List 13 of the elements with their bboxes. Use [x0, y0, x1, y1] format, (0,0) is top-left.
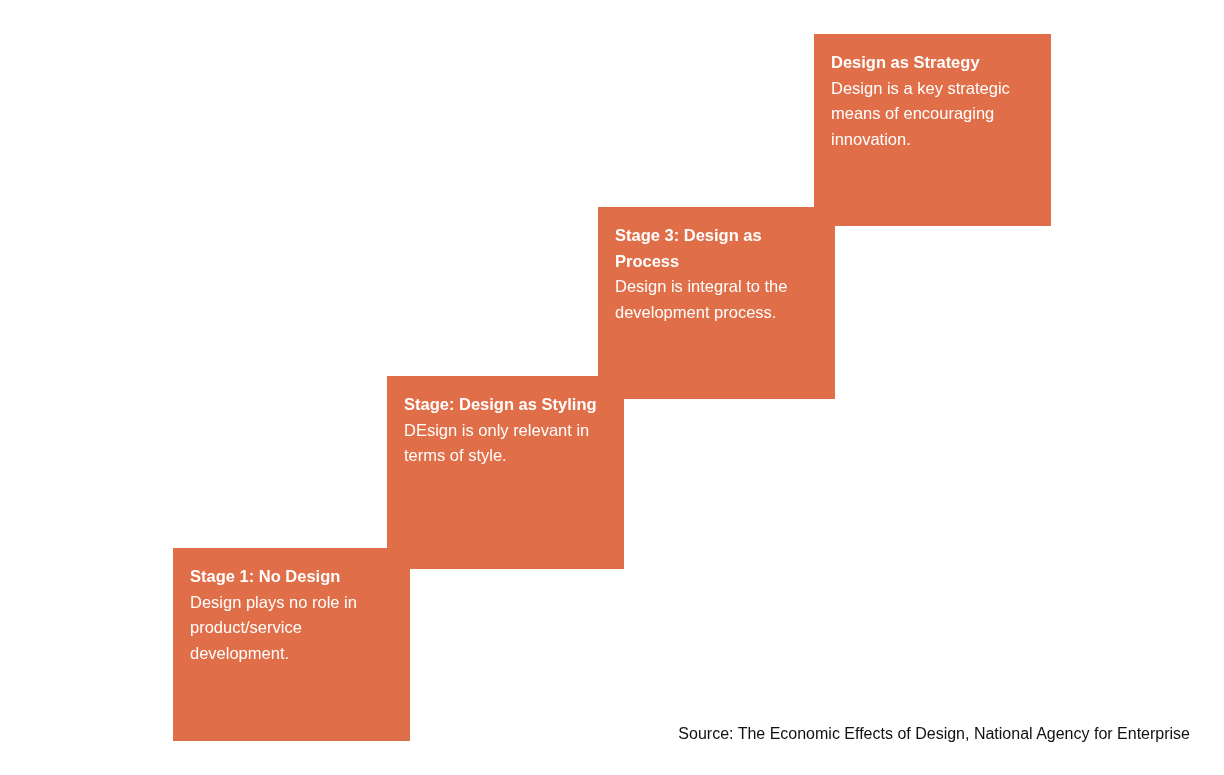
stage-heading: Design as Strategy [831, 52, 981, 73]
stage-description: Design is integral to the development process. [615, 276, 789, 323]
stage-heading: Stage 3: Design as Process [615, 225, 763, 272]
stage-box [173, 548, 410, 741]
stage-box [387, 376, 624, 569]
stage-description: Design plays no role in product/service development. [190, 591, 358, 664]
stage-heading: Stage: Design as Styling [404, 394, 598, 415]
stage-box [814, 34, 1051, 226]
source-caption: Source: The Economic Effects of Design, National Agency for Enterprise [678, 725, 1190, 743]
stage-description: DEsign is only relevant in terms of style. [404, 419, 591, 466]
stage-heading: Stage 1: No Design [190, 566, 342, 587]
stage-description: Design is a key strategic means of encouraging innovation. [831, 77, 1011, 150]
stage-box [598, 207, 835, 399]
